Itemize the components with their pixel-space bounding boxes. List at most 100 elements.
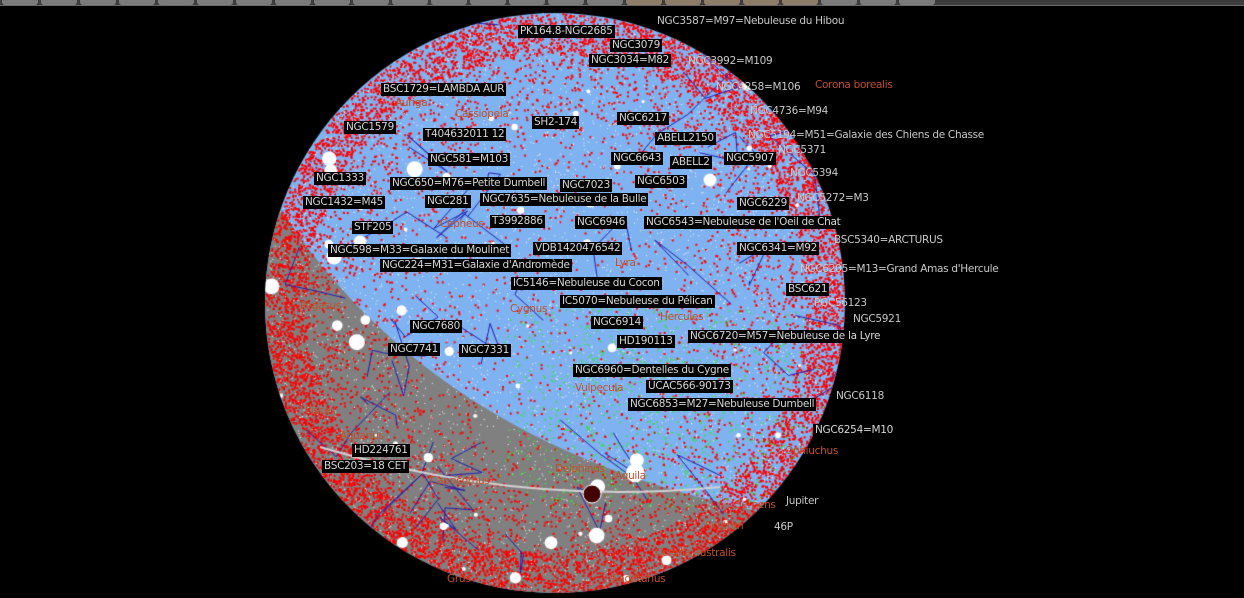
object-label[interactable]: T3992886 <box>490 215 545 228</box>
object-label[interactable]: NGC598=M33=Galaxie du Moulinet <box>328 244 512 257</box>
constellation-name: Cygnus <box>510 303 548 315</box>
toolbar-button[interactable] <box>704 0 740 5</box>
constellation-name: Lyra <box>615 257 636 269</box>
object-label[interactable]: NGC3992=M109 <box>688 55 773 67</box>
object-label[interactable]: NGC7023 <box>560 179 612 192</box>
object-label[interactable]: NGC7331 <box>459 344 511 357</box>
toolbar-button[interactable] <box>860 0 896 5</box>
object-label[interactable]: NGC4258=M106 <box>716 81 801 93</box>
toolbar-button[interactable] <box>119 0 155 5</box>
object-label[interactable]: NGC6217 <box>617 112 669 125</box>
toolbar-button[interactable] <box>392 0 428 5</box>
object-label[interactable]: NGC6543=Nebuleuse de l'Oeil de Chat <box>644 216 843 229</box>
object-label[interactable]: NGC1333 <box>314 172 366 185</box>
object-label[interactable]: HD190113 <box>617 335 675 348</box>
constellation-name: Vulpecula <box>575 382 624 394</box>
toolbar-button[interactable] <box>80 0 116 5</box>
object-label[interactable]: NGC581=M103 <box>428 153 510 166</box>
object-label[interactable]: NGC6254=M10 <box>813 424 895 437</box>
object-label[interactable]: ABELL2 <box>670 156 712 169</box>
constellation-name: Corona borealis <box>815 79 893 91</box>
constellation-name: Grus <box>447 573 471 585</box>
toolbar-button[interactable] <box>587 0 623 5</box>
object-label[interactable]: NGC6720=M57=Nebuleuse de la Lyre <box>688 330 883 343</box>
object-label[interactable]: SH2-174 <box>532 116 579 129</box>
object-label[interactable]: ABELL2150 <box>655 132 716 145</box>
object-label[interactable]: NGC6503 <box>635 175 687 188</box>
toolbar-button[interactable] <box>899 0 935 5</box>
object-label[interactable]: HD224761 <box>352 444 410 457</box>
object-label[interactable]: NGC7741 <box>388 343 440 356</box>
toolbar-button[interactable] <box>431 0 467 5</box>
toolbar-button[interactable] <box>158 0 194 5</box>
toolbar-button[interactable] <box>236 0 272 5</box>
toolbar-button[interactable] <box>197 0 233 5</box>
object-label[interactable]: NGC5907 <box>724 152 776 165</box>
toolbar-button[interactable] <box>41 0 77 5</box>
object-label[interactable]: UCAC566-90173 <box>646 380 733 393</box>
object-label[interactable]: NGC5194=M51=Galaxie des Chiens de Chasse <box>748 129 984 141</box>
constellation-name: Sagittarius <box>612 573 666 585</box>
constellation-name: Corona australis <box>655 547 736 559</box>
constellation-name: Ophiuchus <box>785 445 839 457</box>
object-label[interactable]: NGC6914 <box>591 316 643 329</box>
object-label[interactable]: NGC4736=M94 <box>750 105 828 117</box>
object-label[interactable]: IC5070=Nebuleuse du Pélican <box>560 295 715 308</box>
object-label[interactable]: NGC6643 <box>611 152 663 165</box>
object-label[interactable]: NGC6946 <box>575 216 627 229</box>
object-label[interactable]: NGC5272=M3 <box>797 192 869 204</box>
toolbar-button[interactable] <box>821 0 857 5</box>
toolbar-button[interactable] <box>470 0 506 5</box>
object-label[interactable]: BSC621 <box>786 283 830 296</box>
toolbar-button[interactable] <box>275 0 311 5</box>
constellation-name: Cepheus <box>440 218 484 230</box>
object-label[interactable]: NGC6205=M13=Grand Amas d'Hercule <box>800 263 999 275</box>
constellation-name: Scutum <box>705 520 744 532</box>
object-label[interactable]: NGC6960=Dentelles du Cygne <box>573 364 731 377</box>
constellation-name: Pegasus <box>300 300 342 312</box>
toolbar-button[interactable] <box>2 0 38 5</box>
object-label[interactable]: NGC6853=M27=Nebuleuse Dumbell <box>628 398 817 411</box>
object-label[interactable]: NGC6118 <box>836 390 884 402</box>
object-label[interactable]: NGC3034=M82 <box>589 54 671 67</box>
object-label[interactable]: BSC1729=LAMBDA AUR <box>381 83 507 96</box>
object-label[interactable]: NGC224=M31=Galaxie d'Andromède <box>380 259 572 272</box>
object-label[interactable]: NGC6229 <box>737 197 789 210</box>
object-label[interactable]: NGC650=M76=Petite Dumbell <box>390 177 548 190</box>
toolbar <box>0 0 1244 6</box>
object-label[interactable]: 46P <box>774 521 793 533</box>
object-label[interactable]: VDB1420476542 <box>533 242 623 255</box>
object-label[interactable]: NGC6341=M92 <box>737 242 819 255</box>
object-label[interactable]: NGC7635=Nebuleuse de la Bulle <box>480 193 649 206</box>
object-label[interactable]: PK164.8-NGC2685 <box>518 25 615 38</box>
toolbar-button[interactable] <box>314 0 350 5</box>
object-label[interactable]: Jupiter <box>786 495 819 507</box>
object-label[interactable]: BSC5340=ARCTURUS <box>834 234 943 246</box>
object-label[interactable]: IC5146=Nebuleuse du Cocon <box>511 277 662 290</box>
object-label[interactable]: NGC5371 <box>778 144 826 156</box>
toolbar-button[interactable] <box>548 0 584 5</box>
constellation-name: Aquarius <box>340 430 384 442</box>
object-label[interactable]: STF205 <box>352 221 394 234</box>
object-label[interactable]: NGC3079 <box>610 39 662 52</box>
object-label[interactable]: BSC203=18 CET <box>322 460 410 473</box>
toolbar-button[interactable] <box>509 0 545 5</box>
object-label[interactable]: PGC56123 <box>814 297 867 309</box>
object-label[interactable]: T404632011 12 <box>423 128 507 141</box>
toolbar-button[interactable] <box>665 0 701 5</box>
object-label[interactable]: NGC5394 <box>790 167 838 179</box>
constellation-name: Hercules <box>660 311 704 323</box>
object-label[interactable]: NGC7680 <box>410 320 462 333</box>
object-label[interactable]: NGC1432=M45 <box>303 196 385 209</box>
constellation-name: Cassiopeia <box>455 108 509 120</box>
object-label[interactable]: NGC5921 <box>853 313 901 325</box>
toolbar-button[interactable] <box>743 0 779 5</box>
toolbar-button[interactable] <box>782 0 818 5</box>
object-label[interactable]: NGC1579 <box>344 121 396 134</box>
object-label[interactable]: NGC281 <box>425 195 471 208</box>
object-label[interactable]: NGC3587=M97=Nebuleuse du Hibou <box>657 15 845 27</box>
toolbar-button[interactable] <box>353 0 389 5</box>
constellation-name: Pisces <box>305 405 336 417</box>
toolbar-button[interactable] <box>626 0 662 5</box>
constellation-name: Capricornus <box>430 475 490 487</box>
